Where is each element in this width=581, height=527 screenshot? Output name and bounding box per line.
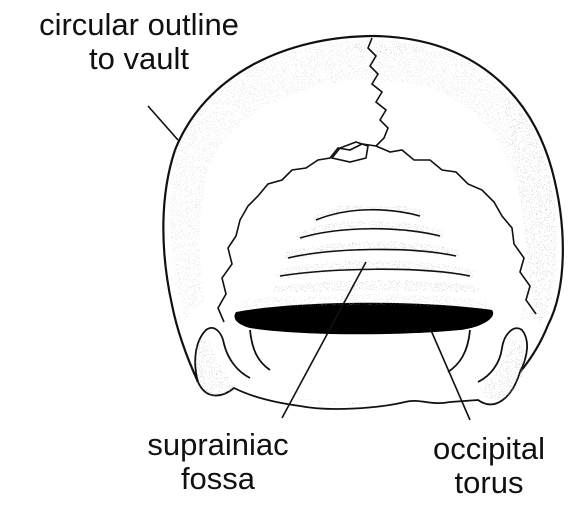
label-suprainiac-fossa: suprainiac fossa xyxy=(118,428,318,496)
label-fossa-line2: fossa xyxy=(118,462,318,496)
label-fossa-line1: suprainiac xyxy=(118,428,318,462)
vault-leader-line xyxy=(148,106,178,140)
occipital-torus-ridge xyxy=(235,294,494,334)
mastoid-shading xyxy=(195,340,524,405)
label-vault-line2: to vault xyxy=(4,42,274,76)
torus-leader-line xyxy=(430,328,470,420)
label-vault-line1: circular outline xyxy=(4,8,274,42)
label-circular-outline-to-vault: circular outline to vault xyxy=(4,8,274,76)
nuchal-region xyxy=(195,328,527,409)
label-torus-line2: torus xyxy=(404,466,574,500)
label-torus-line1: occipital xyxy=(404,432,574,466)
label-occipital-torus: occipital torus xyxy=(404,432,574,500)
